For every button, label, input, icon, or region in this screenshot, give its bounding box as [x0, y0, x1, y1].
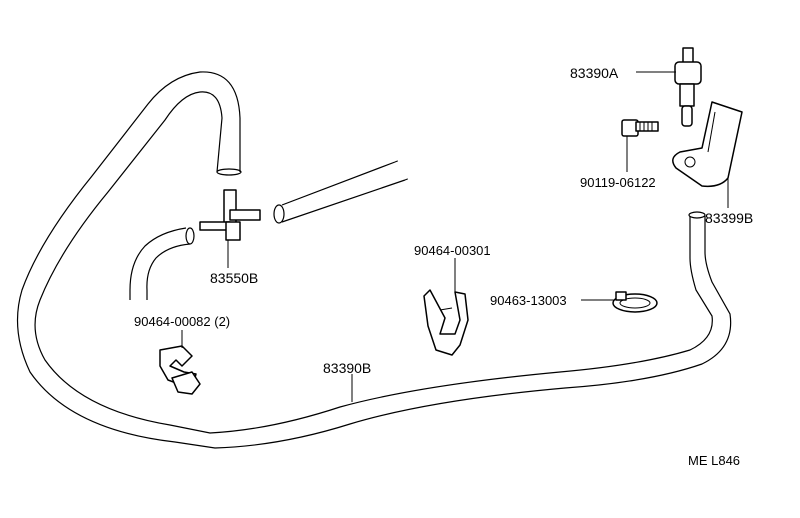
- leader-lines: [181, 71, 729, 402]
- hose-upper-right: [273, 159, 411, 224]
- label-90464-00301: 90464-00301: [414, 243, 491, 258]
- hose-lower-left: [129, 227, 195, 300]
- clamp-90464-00301: [423, 289, 469, 356]
- tee-connector-83550b: [199, 189, 261, 241]
- label-83390b: 83390B: [323, 360, 371, 376]
- label-90463-13003: 90463-13003: [490, 293, 567, 308]
- label-90119-06122: 90119-06122: [580, 175, 656, 190]
- label-90464-00082: 90464-00082 (2): [134, 314, 230, 329]
- hose-83390b: [16, 71, 732, 449]
- clamp-90463-13003: [612, 291, 658, 313]
- drawing-code: ME L846: [688, 453, 740, 468]
- bracket-83399b: [672, 101, 743, 188]
- label-83390a: 83390A: [570, 65, 619, 81]
- vsv-83390a: [674, 47, 702, 127]
- clamp-90464-00082: [159, 345, 201, 395]
- label-83550b: 83550B: [210, 270, 258, 286]
- label-83399b: 83399B: [705, 210, 753, 226]
- bolt-90119: [621, 119, 659, 137]
